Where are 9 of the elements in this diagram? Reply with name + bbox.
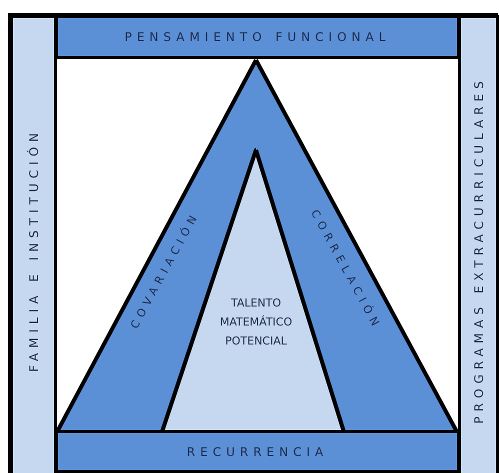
band-label: PENSAMIENTO FUNCIONAL (124, 30, 390, 44)
side-band (458, 15, 499, 473)
band-label: FAMILIA E INSTITUCIÓN (26, 128, 40, 372)
band-label: RECURRENCIA (186, 444, 328, 458)
band-label: PROGRAMAS EXTRACURRICULARES (472, 76, 486, 424)
center-label: TALENTO MATEMÁTICO POTENCIAL (218, 296, 294, 350)
top-band (55, 15, 460, 59)
bottom-band (55, 430, 460, 473)
side-band (10, 15, 57, 473)
